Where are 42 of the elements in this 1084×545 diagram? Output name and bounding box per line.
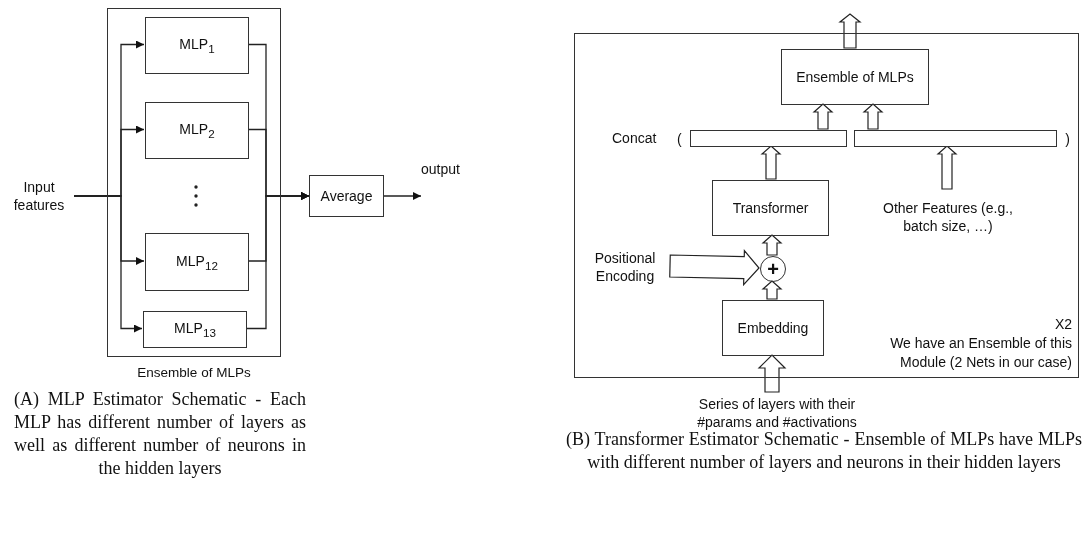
box-label: MLP$_{12}$: [176, 251, 218, 273]
box-label: Transformer: [732, 198, 809, 218]
text-label: output: [421, 160, 460, 179]
text-label: Concat: [612, 130, 657, 146]
block-arrow: [760, 145, 782, 180]
block-arrow: [757, 354, 787, 393]
block-arrow: [812, 103, 834, 130]
mlp-box: [143, 311, 247, 348]
embedding-box: [722, 300, 824, 356]
transformer-box: [712, 180, 829, 236]
figure-caption: (A) MLP Estimator Schematic - Each MLP has different number of layers as well as different number of neurons in the hidden layers: [14, 388, 306, 480]
text-label: Input features: [12, 177, 66, 215]
box-label: Average: [320, 186, 373, 206]
block-arrow: [669, 249, 760, 287]
mlp-box: [145, 17, 249, 74]
frame-caption: Ensemble of MLPs: [136, 364, 252, 382]
block-arrow: [936, 145, 958, 190]
mlp-box: [145, 102, 249, 159]
box-label: MLP$_{13}$: [174, 319, 216, 340]
block-arrow: [761, 280, 783, 300]
average-box: [309, 175, 384, 217]
block-arrow: [838, 13, 862, 49]
block-arrow: [862, 103, 884, 130]
bracket-label: ): [1065, 130, 1070, 149]
bracket-label: (: [677, 130, 682, 149]
block-arrow: [761, 234, 783, 256]
mlp-box: [145, 233, 249, 291]
text-label: Other Features (e.g., batch size, …): [882, 198, 1014, 236]
note-text: X2: [1053, 315, 1072, 335]
box-label: Ensemble of MLPs: [796, 67, 914, 87]
box-label: MLP$_{2}$: [179, 120, 215, 141]
note-text: We have an Ensemble of this Module (2 Nets in our case): [889, 334, 1072, 372]
box-label: MLP$_{1}$: [179, 35, 215, 56]
arrow: [383, 192, 422, 200]
arrow: [245, 192, 310, 330]
module-frame: [574, 33, 1079, 378]
figure-caption: (B) Transformer Estimator Schematic - Ensemble of MLPs have MLPs with different number of layers and neurons in their hidden layers: [566, 429, 1082, 474]
text-label: Positional Encoding: [593, 248, 657, 286]
plus-sign: +: [767, 259, 779, 279]
text-label: Series of layers with their #params and #activations: [696, 394, 858, 432]
box-label: Embedding: [737, 318, 809, 338]
ensemble-box: [781, 49, 929, 105]
